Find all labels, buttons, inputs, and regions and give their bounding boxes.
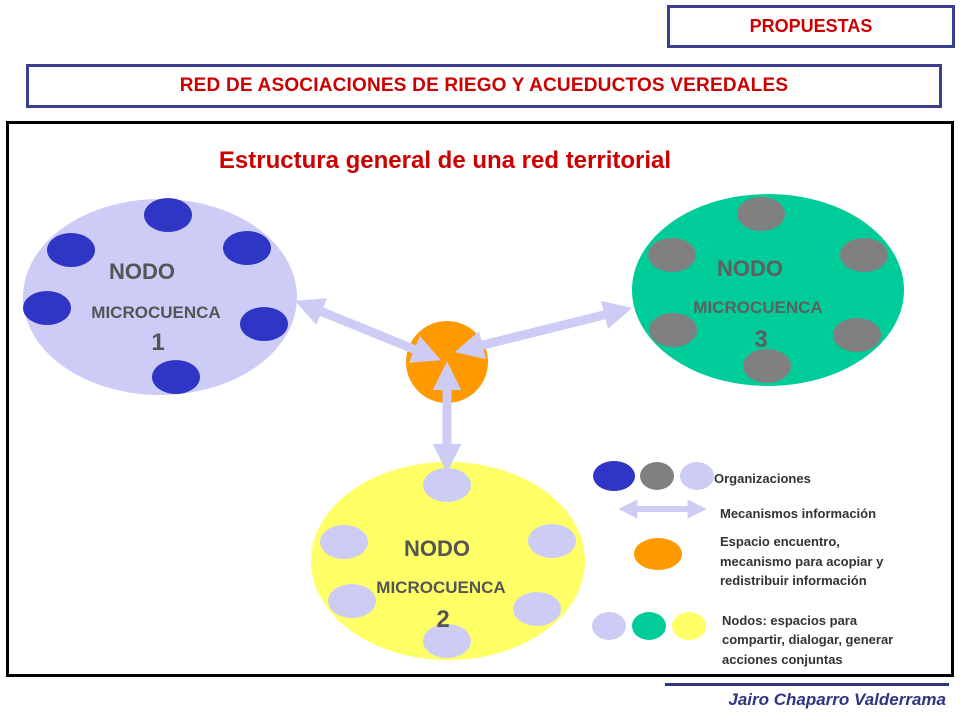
node-3-sublabel: MICROCUENCA <box>693 298 822 317</box>
node-2-label: NODO <box>404 536 470 561</box>
node-1-label: NODO <box>109 259 175 284</box>
legend-node-dot-lavender <box>592 612 626 640</box>
legend-nodos: Nodos: espacios para compartir, dialogar… <box>722 613 897 667</box>
legend-hub-dot <box>634 538 682 570</box>
organization-dot <box>144 198 192 232</box>
organization-dot <box>223 231 271 265</box>
legend-espacio: Espacio encuentro, mecanismo para acopia… <box>720 534 887 588</box>
organization-dot <box>833 318 881 352</box>
legend-nodos-line: acciones conjuntas <box>722 652 843 667</box>
organization-dot <box>648 238 696 272</box>
organization-dot <box>23 291 71 325</box>
diagram-frame <box>6 121 954 677</box>
organization-dot <box>152 360 200 394</box>
node-microcuenca-3: NODO MICROCUENCA 3 <box>632 194 904 386</box>
node-2-sublabel: MICROCUENCA <box>376 578 505 597</box>
arrow-hub-node1 <box>294 298 442 363</box>
organization-dot <box>649 313 697 347</box>
organization-dot <box>328 584 376 618</box>
legend-organizaciones: Organizaciones <box>714 471 811 486</box>
legend-nodos-line: Nodos: espacios para <box>722 613 858 628</box>
organization-dot <box>743 349 791 383</box>
legend-org-dot-blue <box>593 461 635 491</box>
node-3-label: NODO <box>717 256 783 281</box>
node-1-sublabel: MICROCUENCA <box>91 303 220 322</box>
legend-org-dot-gray <box>640 462 674 490</box>
organization-dot <box>737 197 785 231</box>
author-underline <box>665 683 949 686</box>
organization-dot <box>528 524 576 558</box>
legend-espacio-line: Espacio encuentro, <box>720 534 840 549</box>
arrow-hub-node3 <box>454 300 633 360</box>
organization-dot <box>47 233 95 267</box>
legend-espacio-line: redistribuir información <box>720 573 867 588</box>
node-3-number: 3 <box>754 326 767 353</box>
propuestas-badge: PROPUESTAS <box>667 5 955 48</box>
organization-dot <box>320 525 368 559</box>
organization-dot <box>240 307 288 341</box>
diagram-title: Estructura general de una red territoria… <box>219 147 671 174</box>
node-microcuenca-2: NODO MICROCUENCA 2 <box>311 462 585 660</box>
legend-nodos-line: compartir, dialogar, generar <box>722 632 893 647</box>
organization-dot <box>840 238 888 272</box>
legend-espacio-line: mecanismo para acopiar y <box>720 554 884 569</box>
legend-mecanismos: Mecanismos información <box>720 506 876 521</box>
legend-node-dot-green <box>632 612 666 640</box>
legend-node-dot-yellow <box>672 612 706 640</box>
organization-dot <box>423 468 471 502</box>
organization-dot <box>513 592 561 626</box>
organization-dot <box>423 624 471 658</box>
author-name: Jairo Chaparro Valderrama <box>728 690 946 709</box>
node-1-number: 1 <box>151 329 164 356</box>
node-microcuenca-1: NODO MICROCUENCA 1 <box>23 198 297 395</box>
node-2-number: 2 <box>436 606 449 633</box>
legend: Organizaciones Mecanismos información Es… <box>592 461 897 667</box>
legend-org-dot-lavender <box>680 462 714 490</box>
slide-title: RED DE ASOCIACIONES DE RIEGO Y ACUEDUCTO… <box>26 64 942 108</box>
